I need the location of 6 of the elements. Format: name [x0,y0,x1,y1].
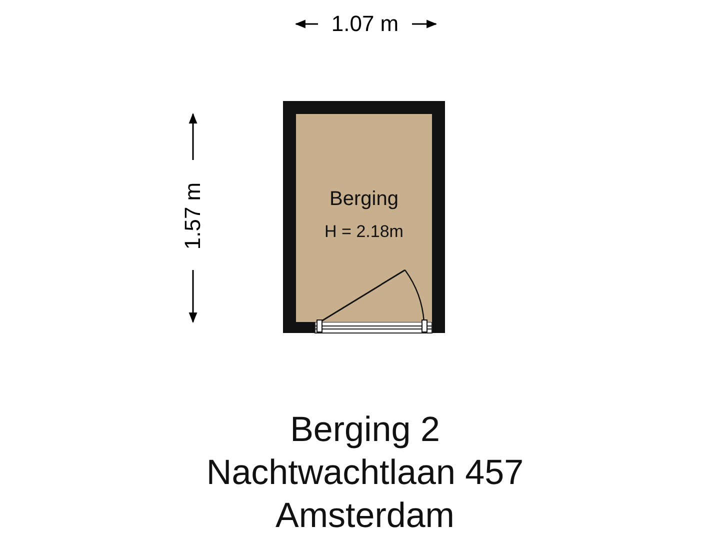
dimension-label: 1.07 m [331,11,399,37]
room-floor [296,114,432,322]
caption: Berging 2 Nachtwachtlaan 457 Amsterdam [205,409,525,537]
dimension-label: 1.57 m [180,182,206,250]
room-height: H = 2.18m [324,222,404,242]
room-name: Berging [328,188,400,211]
